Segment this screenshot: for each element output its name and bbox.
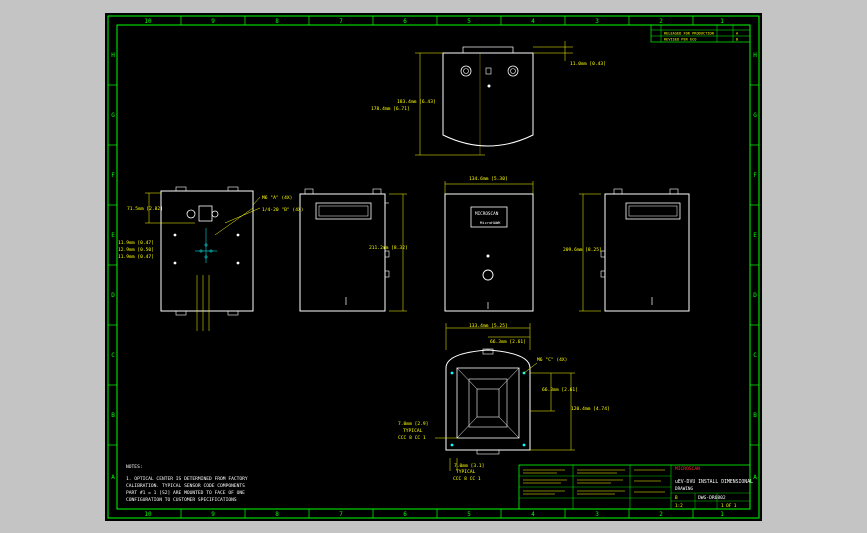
label-typical-2: TYPICAL [456, 469, 476, 475]
zone-number: 10 [144, 511, 152, 518]
zone-number: 2 [659, 511, 663, 518]
revision-letter: B [736, 38, 738, 42]
zone-number: 6 [403, 511, 407, 518]
title-block-sheet: 1 OF 1 [721, 503, 737, 509]
zone-letter: D [111, 292, 115, 299]
device-model-label: MicroHAWK [480, 220, 501, 225]
label-ccc-2: CCC 8 CC 1 [453, 476, 481, 482]
dim-top-overall: 178.4mm [6.71] [371, 106, 410, 112]
zone-number: 1 [720, 18, 724, 25]
zone-numbers-top: 10 9 8 7 6 5 4 3 2 1 [144, 18, 724, 25]
zone-numbers-bottom: 10 9 8 7 6 5 4 3 2 1 [144, 511, 724, 518]
revision-desc: REVISED PER ECO [664, 38, 696, 42]
title-block-scale: 1:2 [675, 503, 683, 509]
zone-letter: A [111, 474, 115, 481]
revision-letter: A [736, 32, 739, 36]
dim-bottom-callout: M6 "C" (4X) [537, 357, 567, 363]
revision-block: RELEASED FOR PRODUCTION A REVISED PER EC… [650, 24, 751, 43]
label-ccc-1: CCC 8 CC 1 [398, 435, 426, 441]
dim-left-height: 71.5mm [2.82] [127, 206, 163, 212]
zone-letters-left: H G F E D C B A [111, 52, 115, 481]
cad-drawing: 10 9 8 7 6 5 4 3 2 1 10 9 8 7 6 5 4 3 2 … [107, 15, 760, 519]
zone-letters-right: H G F E D C B A [753, 52, 757, 481]
zone-number: 1 [720, 511, 724, 518]
zone-ticks [108, 16, 759, 518]
title-block: MICROSCAN uEV-DVU INSTALL DIMENSIONAL DR… [518, 464, 753, 510]
dim-bottom-half: 66.3mm [2.61] [542, 387, 578, 393]
dim-bottom-center: 66.3mm [2.61] [490, 339, 526, 345]
zone-number: 5 [467, 511, 471, 518]
dim-left-hole-2: 12.9mm [0.50] [118, 247, 154, 253]
zone-number: 6 [403, 18, 407, 25]
zone-letter: H [111, 52, 115, 59]
label-typical-1: TYPICAL [403, 428, 423, 434]
dim-left-hole-1: 11.9mm [0.47] [118, 240, 154, 246]
notes-heading: NOTES: [126, 464, 143, 470]
zone-number: 7 [339, 511, 343, 518]
title-block-company: MICROSCAN [675, 466, 700, 472]
zone-letter: B [753, 412, 757, 419]
notes-line: CALIBRATION. TYPICAL SENSOR CODE COMPONE… [126, 483, 245, 489]
notes-line: CONFIGURATION TO CUSTOMER SPECIFICATIONS [126, 497, 237, 503]
notes-line: 1. OPTICAL CENTER IS DETERMINED FROM FAC… [126, 476, 248, 482]
dim-side-height: 209.6mm [8.25] [563, 247, 602, 253]
dim-top-width: 11.0mm [0.43] [570, 61, 606, 67]
left-view [145, 186, 261, 331]
zone-number: 9 [211, 18, 215, 25]
side-view [579, 188, 690, 312]
zone-letter: F [111, 172, 115, 179]
title-block-size: B [675, 495, 678, 501]
zone-number: 8 [275, 18, 279, 25]
zone-number: 4 [531, 18, 535, 25]
zone-number: 9 [211, 511, 215, 518]
dim-left-hole-3: 11.9mm [0.47] [118, 254, 154, 260]
dim-bottom-typ-2: 7.0mm [3.1] [454, 463, 484, 469]
zone-letter: C [111, 352, 115, 359]
zone-letter: A [753, 474, 757, 481]
zone-number: 7 [339, 18, 343, 25]
zone-number: 4 [531, 511, 535, 518]
zone-letter: B [111, 412, 115, 419]
zone-number: 8 [275, 511, 279, 518]
zone-letter: C [753, 352, 757, 359]
dim-back-width: 134.6mm [5.30] [469, 176, 508, 182]
title-block-subtitle: DRAWING [675, 486, 694, 492]
callout-b: 1/4-20 "B" (4X) [262, 207, 304, 213]
zone-letter: D [753, 292, 757, 299]
bottom-view [435, 323, 575, 471]
zone-number: 5 [467, 18, 471, 25]
title-block-title: uEV-DVU INSTALL DIMENSIONAL [675, 479, 753, 485]
zone-letter: G [111, 112, 115, 119]
zone-number: 3 [595, 18, 599, 25]
top-view [415, 41, 573, 156]
zone-letter: E [753, 232, 757, 239]
zone-number: 10 [144, 18, 152, 25]
callout-a: M6 "A" (4X) [262, 195, 292, 201]
dim-front-height: 211.2mm [8.32] [369, 245, 408, 251]
zone-number: 2 [659, 18, 663, 25]
drawing-border [107, 15, 760, 519]
device-brand-label: MICROSCAN [475, 211, 499, 217]
drawing-sheet: 10 9 8 7 6 5 4 3 2 1 10 9 8 7 6 5 4 3 2 … [105, 13, 762, 521]
revision-desc: RELEASED FOR PRODUCTION [664, 32, 714, 36]
dim-bottom-depth: 120.4mm [4.74] [571, 406, 610, 412]
notes-line: PART #1 = 1 [S2] ARE MOUNTED TO FACE OF … [126, 490, 245, 496]
zone-letter: F [753, 172, 757, 179]
front-view [299, 188, 407, 312]
dim-bottom-typ-1: 7.0mm [2.9] [398, 421, 428, 427]
notes: NOTES: 1. OPTICAL CENTER IS DETERMINED F… [126, 464, 248, 503]
back-view [444, 181, 534, 312]
zone-letter: H [753, 52, 757, 59]
title-block-drawing-number: DWG-DR6802 [698, 495, 726, 501]
dim-top-depth: 183.4mm [6.43] [397, 99, 436, 105]
dim-bottom-width: 133.4mm [5.25] [469, 323, 508, 329]
zone-letter: G [753, 112, 757, 119]
zone-letter: E [111, 232, 115, 239]
zone-number: 3 [595, 511, 599, 518]
